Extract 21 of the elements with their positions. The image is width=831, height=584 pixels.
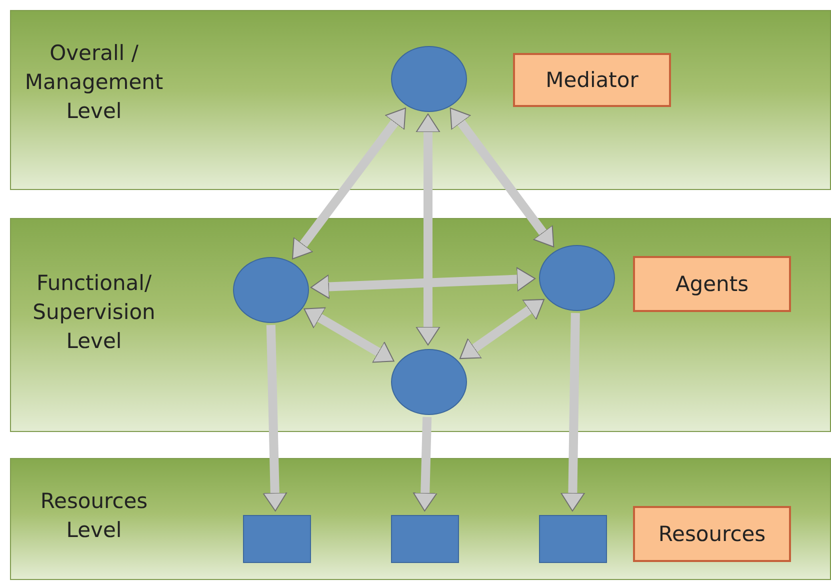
level-label: Overall / Management Level: [24, 40, 164, 125]
arrow: [412, 416, 438, 512]
arrow: [304, 307, 394, 363]
arrow: [292, 108, 406, 260]
level-label: Functional/ Supervision Level: [32, 270, 156, 355]
role-box: Agents: [633, 256, 791, 312]
arrow: [416, 114, 440, 346]
level-label: Resources Level: [39, 488, 149, 544]
level-band: [10, 218, 831, 432]
arrow: [560, 312, 585, 512]
arrow: [310, 267, 536, 299]
role-box: Resources: [633, 506, 791, 562]
square-node: [243, 515, 311, 563]
arrow: [459, 298, 545, 360]
square-node: [539, 515, 607, 563]
arrow: [262, 324, 288, 512]
role-box: Mediator: [513, 53, 671, 107]
level-band: [10, 10, 831, 190]
arrow: [450, 108, 554, 248]
square-node: [391, 515, 459, 563]
level-band: [10, 458, 831, 580]
